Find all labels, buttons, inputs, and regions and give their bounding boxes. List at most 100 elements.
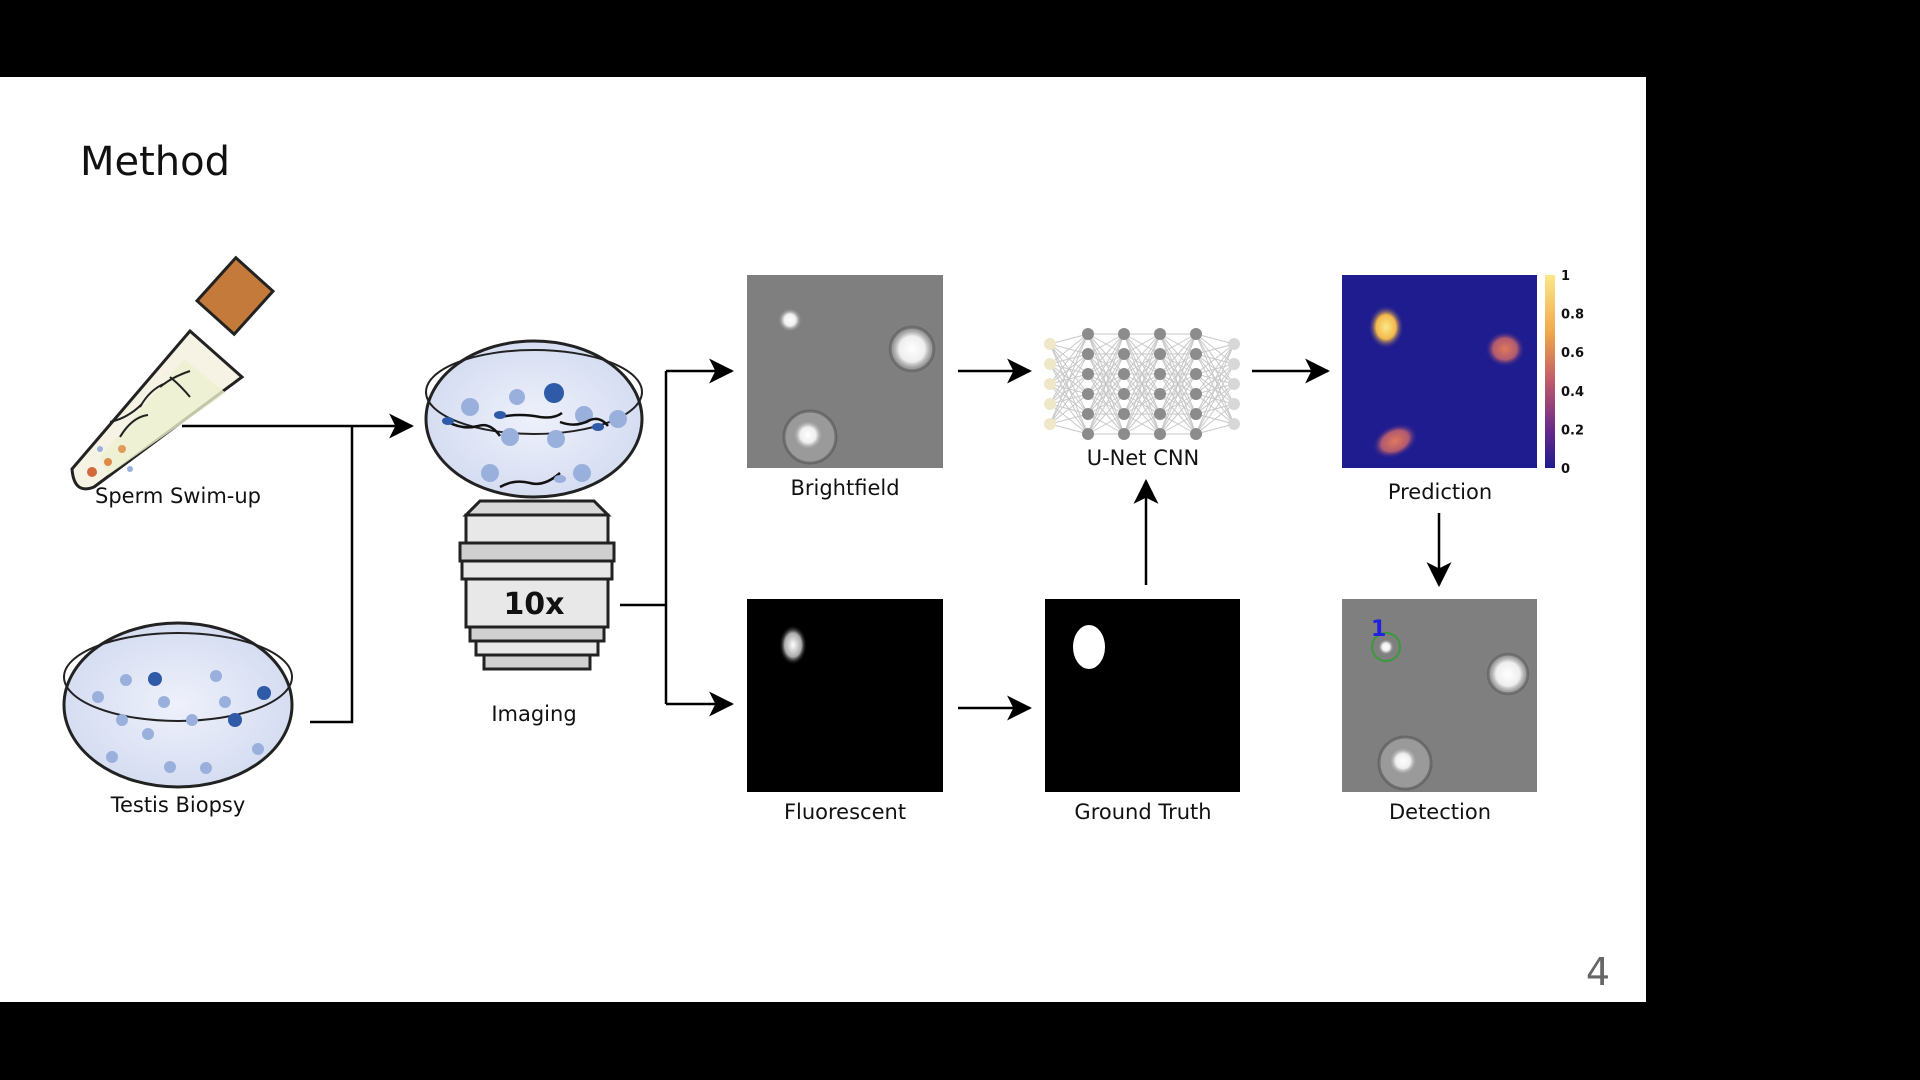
unet-node — [1154, 328, 1166, 340]
objective-magnification: 10x — [503, 587, 564, 622]
unet-node — [1118, 348, 1130, 360]
colorbar-tick-label: 0.2 — [1561, 423, 1584, 438]
unet-node — [1044, 358, 1056, 370]
unet-edge — [1195, 423, 1235, 435]
unet-node — [1082, 408, 1094, 420]
unet-edge — [1049, 333, 1089, 345]
unet-node — [1082, 428, 1094, 440]
unet-edge — [1159, 353, 1197, 435]
unet-node — [1154, 368, 1166, 380]
unet-edge — [1123, 333, 1161, 435]
ground-truth-image — [1045, 599, 1240, 792]
unet-edge — [1049, 393, 1089, 425]
slide: Method — [0, 77, 1646, 1002]
unet-edge — [1195, 343, 1235, 395]
unet-edge — [1195, 333, 1235, 345]
label-unet: U-Net CNN — [1087, 446, 1200, 470]
unet-edge — [1087, 333, 1125, 355]
unet-edge — [1049, 373, 1089, 425]
label-imaging: Imaging — [491, 702, 576, 726]
unet-edge — [1049, 333, 1089, 425]
unet-node — [1044, 378, 1056, 390]
unet-network — [1044, 328, 1240, 440]
unet-edge — [1087, 413, 1125, 435]
prediction-heatmap — [1342, 275, 1537, 468]
unet-node — [1118, 328, 1130, 340]
label-prediction: Prediction — [1388, 480, 1492, 504]
label-detection: Detection — [1389, 800, 1491, 824]
unet-edge — [1087, 393, 1125, 435]
unet-node — [1190, 388, 1202, 400]
unet-edge — [1049, 333, 1089, 385]
unet-edge — [1159, 393, 1197, 435]
unet-edge — [1049, 413, 1089, 425]
unet-edge — [1123, 333, 1161, 375]
objective-lens — [458, 499, 616, 671]
unet-edge — [1049, 333, 1089, 405]
unet-edge — [1195, 363, 1235, 435]
unet-edge — [1195, 343, 1235, 375]
unet-edge — [1123, 393, 1161, 435]
unet-edge — [1195, 383, 1235, 435]
unet-node — [1190, 348, 1202, 360]
label-sperm-swim-up: Sperm Swim-up — [95, 484, 261, 508]
label-testis-biopsy: Testis Biopsy — [110, 793, 246, 817]
unet-edge — [1195, 343, 1235, 435]
imaging-connectors — [620, 358, 735, 717]
unet-edge — [1087, 333, 1125, 375]
unet-node — [1228, 378, 1240, 390]
label-fluorescent: Fluorescent — [784, 800, 906, 824]
unet-edge — [1049, 423, 1089, 435]
unet-node — [1190, 428, 1202, 440]
unet-edge — [1049, 353, 1089, 425]
unet-edge — [1049, 333, 1089, 365]
unet-node — [1228, 398, 1240, 410]
unet-node — [1154, 388, 1166, 400]
processing-arrows — [958, 358, 1452, 721]
unet-node — [1082, 328, 1094, 340]
unet-node — [1190, 328, 1202, 340]
unet-node — [1154, 348, 1166, 360]
sperm-tube-illustration — [70, 255, 276, 491]
unet-node — [1118, 388, 1130, 400]
unet-edge — [1087, 353, 1125, 435]
colorbar-tick-label: 1 — [1561, 269, 1570, 284]
unet-node — [1228, 358, 1240, 370]
unet-node — [1044, 338, 1056, 350]
unet-edge — [1123, 353, 1161, 435]
fluorescent-image — [747, 599, 943, 792]
unet-edge — [1087, 333, 1125, 395]
unet-node — [1154, 408, 1166, 420]
unet-edge — [1123, 333, 1161, 395]
colorbar-tick-label: 0 — [1561, 462, 1570, 477]
unet-edge — [1159, 333, 1197, 395]
unet-edge — [1123, 413, 1161, 435]
unet-node — [1190, 368, 1202, 380]
label-brightfield: Brightfield — [790, 476, 899, 500]
unet-node — [1190, 408, 1202, 420]
unet-node — [1118, 428, 1130, 440]
unet-edge — [1087, 373, 1125, 435]
unet-node — [1082, 348, 1094, 360]
input-connectors — [182, 413, 415, 724]
colorbar-tick-label: 0.4 — [1561, 385, 1584, 400]
unet-edge — [1195, 343, 1235, 415]
unet-node — [1118, 368, 1130, 380]
unet-edge — [1159, 333, 1197, 355]
unet-edge — [1159, 373, 1197, 435]
imaging-dish — [424, 339, 644, 499]
unet-edge — [1159, 333, 1197, 415]
unet-node — [1044, 418, 1056, 430]
unet-edge — [1123, 333, 1161, 355]
slide-title: Method — [80, 139, 231, 185]
unet-node — [1228, 338, 1240, 350]
colorbar-tick-label: 0.6 — [1561, 346, 1584, 361]
page-number: 4 — [1585, 950, 1610, 994]
brightfield-image — [747, 275, 943, 468]
unet-node — [1154, 428, 1166, 440]
unet-node — [1082, 388, 1094, 400]
label-ground-truth: Ground Truth — [1074, 800, 1211, 824]
prediction-colorbar: 1 0.8 0.6 0.4 0.2 0 — [1545, 269, 1584, 477]
colorbar-tick-label: 0.8 — [1561, 308, 1584, 323]
unet-edge — [1087, 333, 1125, 435]
